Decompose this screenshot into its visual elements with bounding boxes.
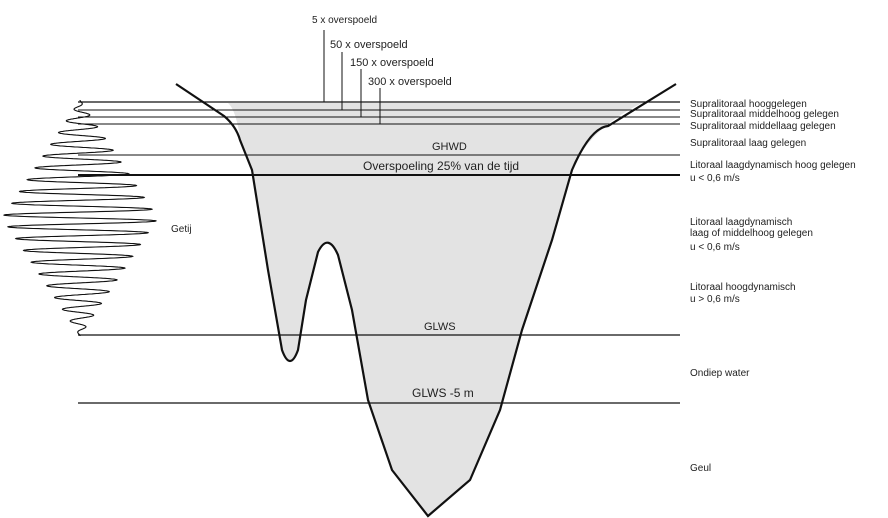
- zone-ondiep-water: Ondiep water: [690, 368, 750, 379]
- overspoeld-leaders: [323, 30, 381, 124]
- zone-labels: Supralitoraal hooggelegen Supralitoraal …: [690, 99, 856, 474]
- zone-lito-laagdyn-midd-1: Litoraal laagdynamisch: [690, 217, 792, 228]
- zone-supra-middelhoog: Supralitoraal middelhoog gelegen: [690, 109, 839, 120]
- zone-lito-hoogdyn-u: u > 0,6 m/s: [690, 294, 740, 305]
- tide-oscillation: [3, 100, 157, 336]
- zone-supra-laag: Supralitoraal laag gelegen: [690, 138, 806, 149]
- zone-geul: Geul: [690, 463, 711, 474]
- label-glws-min5: GLWS -5 m: [412, 386, 474, 400]
- zone-lito-laagdyn-midd-u: u < 0,6 m/s: [690, 242, 740, 253]
- label-150x-overspoeld: 150 x overspoeld: [350, 57, 434, 69]
- label-glws: GLWS: [424, 321, 456, 333]
- label-50x-overspoeld: 50 x overspoeld: [330, 39, 408, 51]
- zone-lito-laagdyn-midd-2: laag of middelhoog gelegen: [690, 228, 813, 239]
- label-ghwd: GHWD: [432, 141, 467, 153]
- zone-supra-hoog: Supralitoraal hooggelegen: [690, 99, 807, 110]
- zone-lito-laagdyn-hoog: Litoraal laagdynamisch hoog gelegen: [690, 160, 856, 171]
- zone-lito-laagdyn-hoog-u: u < 0,6 m/s: [690, 173, 740, 184]
- label-300x-overspoeld: 300 x overspoeld: [368, 76, 452, 88]
- label-getij: Getij: [171, 224, 192, 235]
- level-lines: [78, 101, 680, 404]
- label-5x-overspoeld: 5 x overspoeld: [312, 15, 377, 26]
- label-overspoeling: Overspoeling 25% van de tijd: [363, 159, 519, 173]
- zone-lito-hoogdyn: Litoraal hoogdynamisch: [690, 282, 796, 293]
- zone-supra-middellaag: Supralitoraal middellaag gelegen: [690, 121, 836, 132]
- channel-profile: [175, 83, 677, 518]
- channel-water-fill: [228, 103, 642, 516]
